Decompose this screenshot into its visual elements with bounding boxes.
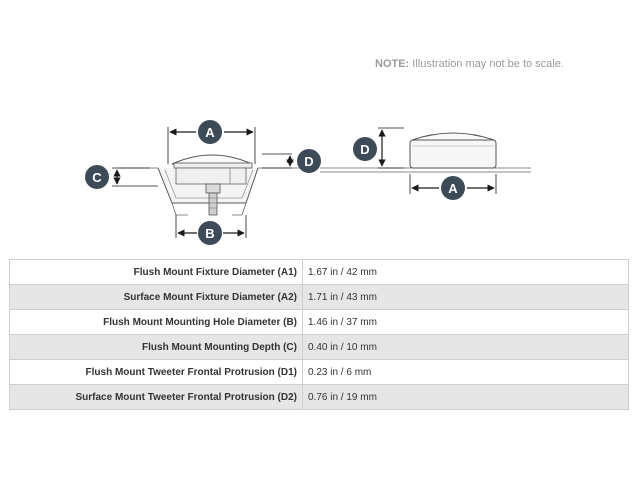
spec-value: 0.40 in / 10 mm	[302, 334, 629, 360]
dimension-c: C	[85, 165, 158, 189]
flush-mount-drawing	[118, 154, 300, 216]
spec-value: 1.67 in / 42 mm	[302, 259, 629, 285]
note-text: Illustration may not be to scale.	[409, 58, 564, 70]
badge-a2-label: A	[448, 181, 458, 196]
specs-table: Flush Mount Fixture Diameter (A1) 1.67 i…	[9, 259, 629, 410]
dimension-d1: D	[262, 149, 321, 173]
dimension-diagram: A B C D D	[85, 120, 531, 245]
spec-value: 1.46 in / 37 mm	[302, 309, 629, 335]
table-row: Flush Mount Mounting Depth (C) 0.40 in /…	[9, 334, 629, 360]
spec-label: Surface Mount Tweeter Frontal Protrusion…	[9, 384, 303, 410]
spec-label: Surface Mount Fixture Diameter (A2)	[9, 284, 303, 310]
dimension-d2: D	[353, 127, 404, 169]
badge-d2-label: D	[360, 142, 369, 157]
spec-label: Flush Mount Mounting Depth (C)	[9, 334, 303, 360]
surface-mount-drawing	[320, 132, 531, 173]
dimension-a1: A	[167, 120, 256, 164]
spec-label: Flush Mount Fixture Diameter (A1)	[9, 259, 303, 285]
badge-d1	[297, 149, 321, 173]
table-row: Flush Mount Mounting Hole Diameter (B) 1…	[9, 309, 629, 335]
badge-c-label: C	[92, 170, 102, 185]
badge-d1-label: D	[304, 154, 313, 169]
table-row: Surface Mount Tweeter Frontal Protrusion…	[9, 384, 629, 410]
badge-d2	[353, 137, 377, 161]
badge-a1	[198, 120, 222, 144]
spec-value: 1.71 in / 43 mm	[302, 284, 629, 310]
table-row: Flush Mount Fixture Diameter (A1) 1.67 i…	[9, 259, 629, 285]
table-row: Flush Mount Tweeter Frontal Protrusion (…	[9, 359, 629, 385]
spec-value: 0.23 in / 6 mm	[302, 359, 629, 385]
note-prefix: NOTE:	[375, 58, 410, 70]
badge-a2	[441, 176, 465, 200]
badge-b	[198, 221, 222, 245]
spec-value: 0.76 in / 19 mm	[302, 384, 629, 410]
table-row: Surface Mount Fixture Diameter (A2) 1.71…	[9, 284, 629, 310]
scale-note: NOTE: Illustration may not be to scale.	[375, 58, 564, 70]
badge-b-label: B	[205, 226, 214, 241]
badge-a1-label: A	[205, 125, 215, 140]
badge-c	[85, 165, 109, 189]
dimension-b: B	[175, 215, 247, 245]
spec-label: Flush Mount Mounting Hole Diameter (B)	[9, 309, 303, 335]
spec-label: Flush Mount Tweeter Frontal Protrusion (…	[9, 359, 303, 385]
dimension-a2: A	[409, 174, 497, 200]
